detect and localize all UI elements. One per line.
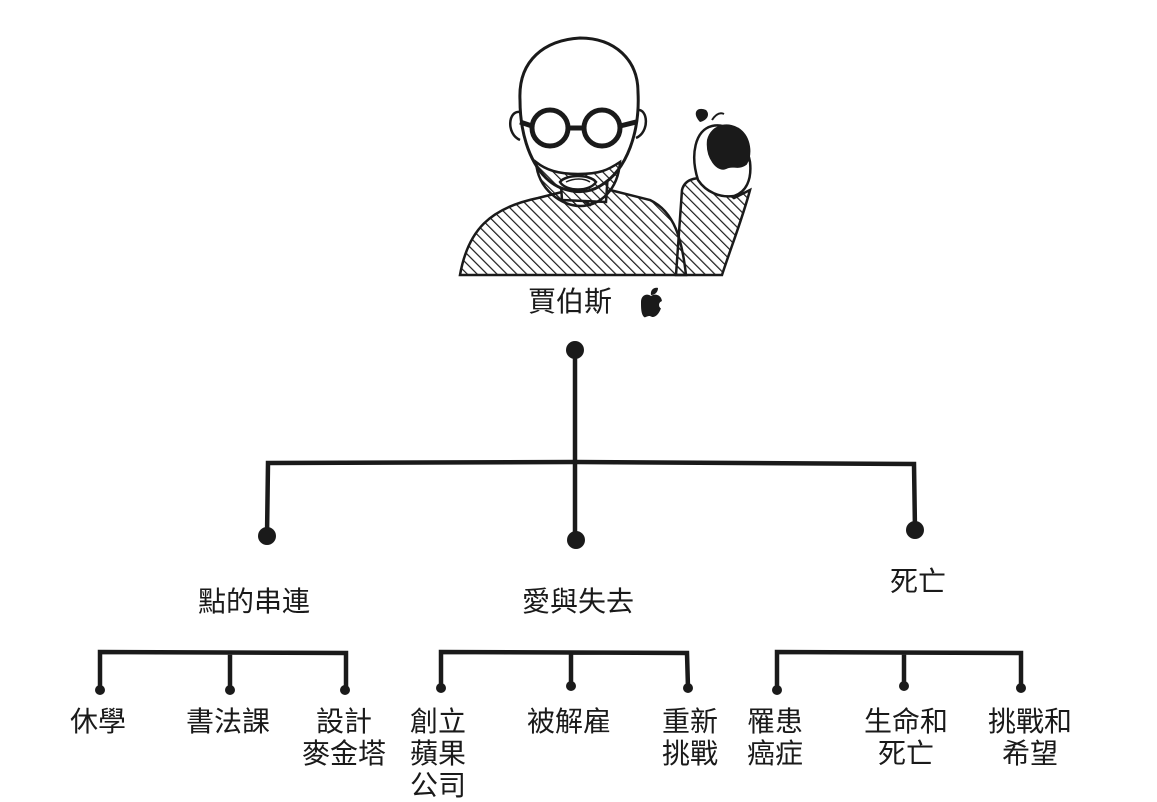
apple-leaf <box>695 108 708 122</box>
leaf-line: 挑戰 <box>661 737 718 770</box>
leaf-line: 罹患 <box>746 705 803 738</box>
leaf-fired: 被解雇 <box>527 705 612 738</box>
leaf-cancer: 罹患 癌症 <box>743 706 807 770</box>
leaf-found-apple: 創立 蘋果 公司 <box>406 706 470 802</box>
branch-label-connecting-dots: 點的串連 <box>198 585 311 618</box>
leaf-line: 死亡 <box>877 737 934 770</box>
leaf-dot <box>95 685 105 695</box>
leaf-dot <box>1016 683 1026 693</box>
leaf-line: 癌症 <box>746 737 803 770</box>
leaf-dot <box>566 681 576 691</box>
root-label: 賈伯斯 <box>528 285 613 318</box>
branch-dot <box>258 527 276 545</box>
leaf-line: 公司 <box>409 769 466 802</box>
group2-bracket <box>438 649 691 691</box>
leaf-dot <box>436 683 446 693</box>
leaf-line: 蘋果 <box>409 737 466 770</box>
apple-logo-icon <box>641 287 667 318</box>
leaf-challenge-and-hope: 挑戰和 希望 <box>982 706 1078 770</box>
leaf-line: 麥金塔 <box>301 737 386 770</box>
leaf-life-and-death: 生命和 死亡 <box>858 706 954 770</box>
leaf-line: 重新 <box>661 705 718 738</box>
leaf-line: 希望 <box>1001 737 1058 770</box>
branch-label-love-and-loss: 愛與失去 <box>522 585 635 618</box>
leaf-design-macintosh: 設計 麥金塔 <box>298 706 390 770</box>
sweater-arm <box>674 177 752 277</box>
leaf-line: 挑戰和 <box>987 705 1072 738</box>
leaf-dot <box>340 685 350 695</box>
group3-bracket <box>774 649 1024 693</box>
main-bar <box>264 459 918 539</box>
leaf-line: 設計 <box>315 705 372 738</box>
leaf-line: 生命和 <box>863 705 948 738</box>
leaf-dot <box>225 685 235 695</box>
glasses <box>519 107 637 149</box>
leaf-dot <box>899 681 909 691</box>
leaf-dot <box>683 683 693 693</box>
leaf-line: 創立 <box>409 705 466 738</box>
leaf-new-challenge: 重新 挑戰 <box>658 706 722 770</box>
portrait-illustration <box>458 36 752 277</box>
branch-dot <box>906 521 924 539</box>
branch-dot <box>567 531 585 549</box>
leaf-dropout: 休學 <box>70 705 127 738</box>
branch-label-death: 死亡 <box>890 565 947 598</box>
root-node-dot <box>566 341 584 359</box>
leaf-dot <box>772 685 782 695</box>
leaf-calligraphy-class: 書法課 <box>186 705 271 738</box>
apple <box>706 124 751 170</box>
group1-bracket <box>97 649 349 693</box>
